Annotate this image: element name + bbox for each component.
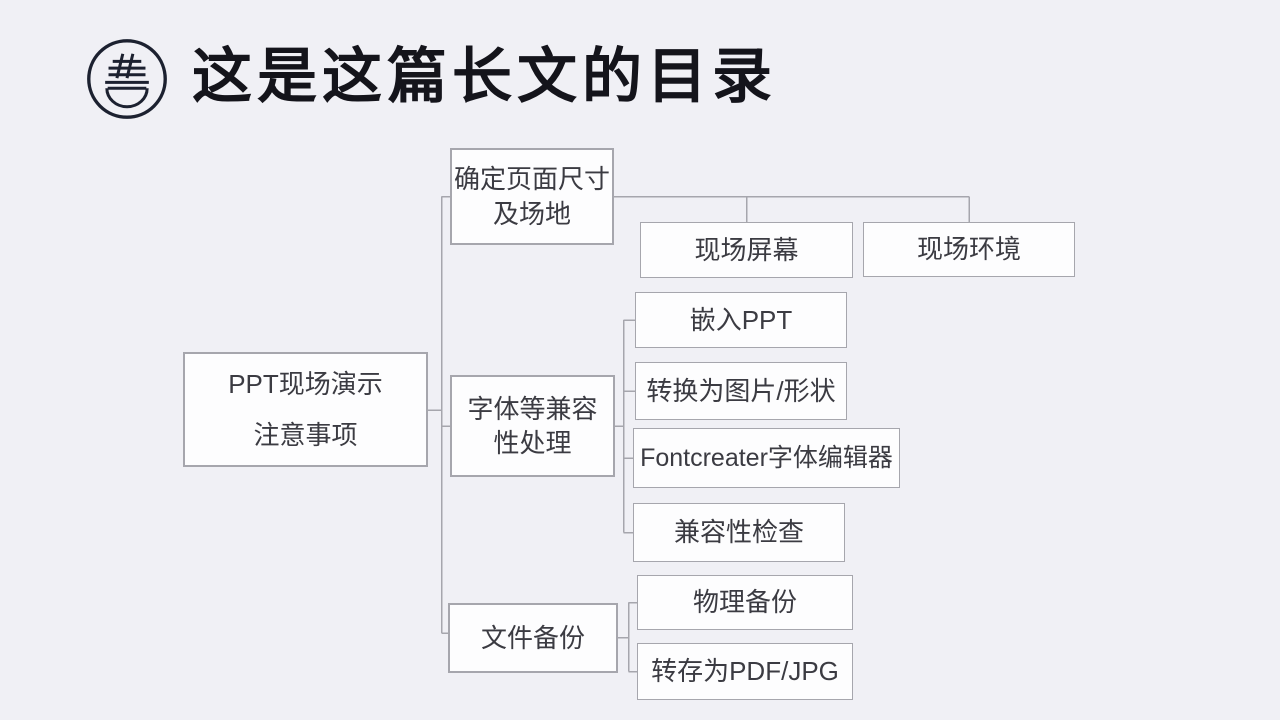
branch-node-page-size-venue: 确定页面尺寸 及场地 <box>450 148 614 245</box>
leaf-node-fontcreater-editor: Fontcreater字体编辑器 <box>633 428 900 488</box>
root-node-ppt-presentation-notes: PPT现场演示 注意事项 <box>183 352 428 467</box>
leaf-node-physical-backup: 物理备份 <box>637 575 853 630</box>
leaf-node-export-pdf-jpg: 转存为PDF/JPG <box>637 643 853 700</box>
leaf-node-embed-ppt: 嵌入PPT <box>635 292 847 348</box>
noodle-bowl-logo-icon <box>87 39 167 119</box>
branch-node-font-compatibility: 字体等兼容 性处理 <box>450 375 615 477</box>
page-title: 这是这篇长文的目录 <box>192 43 777 110</box>
branch-node-file-backup: 文件备份 <box>448 603 618 673</box>
leaf-node-compatibility-check: 兼容性检查 <box>633 503 845 562</box>
leaf-node-convert-to-image-shape: 转换为图片/形状 <box>635 362 847 420</box>
leaf-node-onsite-screen: 现场屏幕 <box>640 222 853 278</box>
leaf-node-onsite-environment: 现场环境 <box>863 222 1075 277</box>
